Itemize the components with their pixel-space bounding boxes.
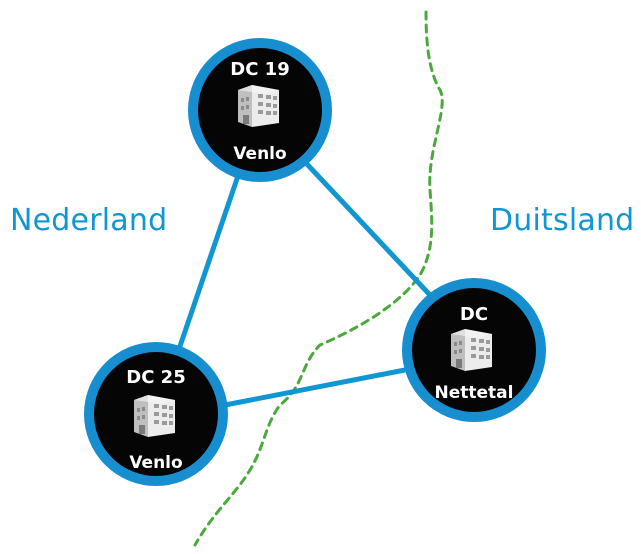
building-icon bbox=[238, 85, 279, 127]
node-dc25-title: DC 25 bbox=[126, 367, 185, 388]
node-dc-nettetal: DC Nettetal bbox=[402, 278, 546, 422]
link-dc25-dcnettetal bbox=[224, 367, 406, 408]
country-label-netherlands: Nederland bbox=[10, 203, 168, 238]
national-border-line bbox=[193, 10, 444, 547]
building-icon bbox=[134, 395, 175, 437]
node-dc19: DC 19 Venlo bbox=[188, 38, 332, 182]
node-dc25-location: Venlo bbox=[129, 453, 182, 473]
node-dcn-location: Nettetal bbox=[435, 383, 514, 403]
link-dc19-dc25 bbox=[174, 169, 243, 356]
node-dc19-location: Venlo bbox=[233, 144, 286, 164]
link-dc19-dcnettetal bbox=[303, 160, 432, 297]
node-dc25: DC 25 Venlo bbox=[84, 342, 228, 486]
country-label-germany: Duitsland bbox=[490, 203, 635, 238]
node-dc19-title: DC 19 bbox=[230, 59, 289, 80]
node-dcn-title: DC bbox=[460, 304, 488, 325]
building-icon bbox=[451, 329, 492, 371]
